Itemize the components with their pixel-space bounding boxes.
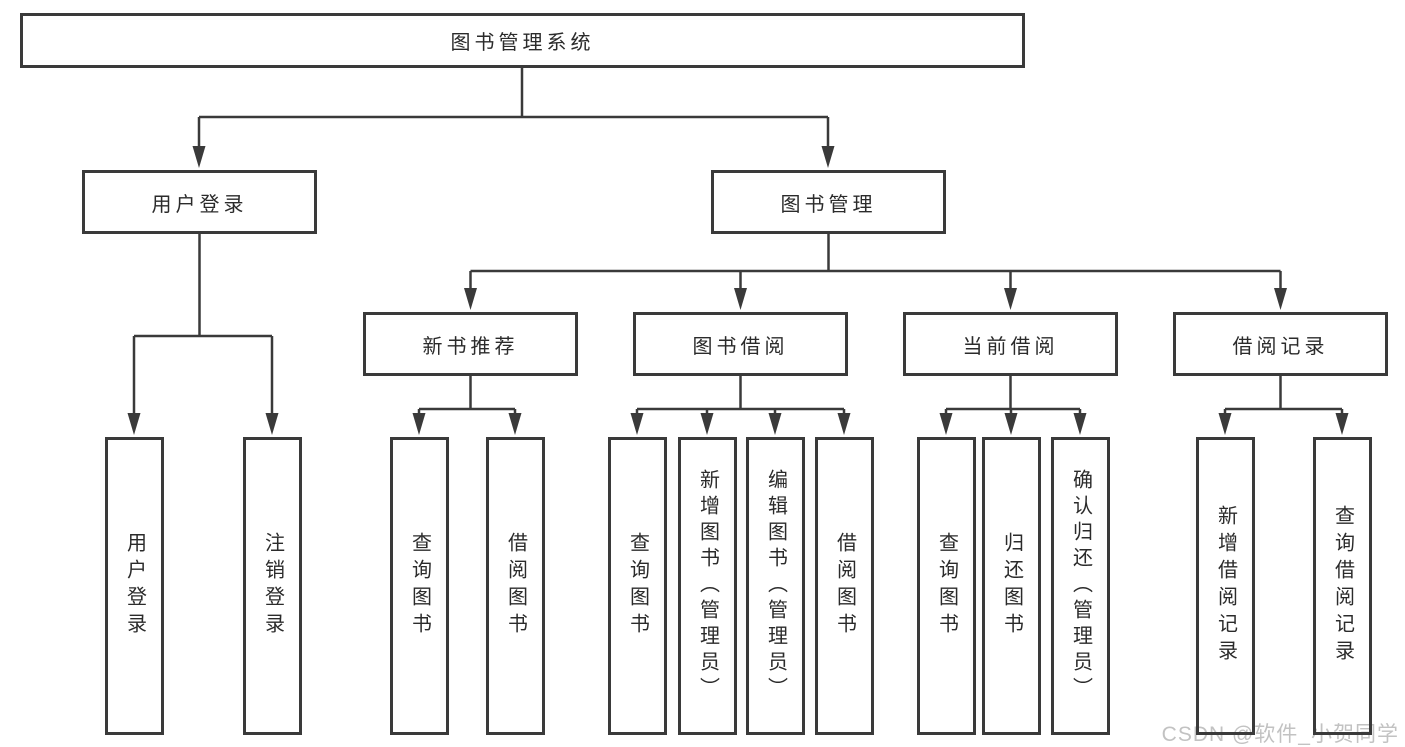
leaf-add-borrow-record: 新增借阅记录 — [1196, 437, 1255, 735]
csdn-watermark: CSDN @软件_小贺同学 — [1161, 723, 1399, 746]
leaf-edit-books-admin: 编辑图书（管理员） — [746, 437, 805, 735]
leaf-borrow-books-2: 借阅图书 — [815, 437, 874, 735]
leaf-query-borrow-record: 查询借阅记录 — [1313, 437, 1372, 735]
leaf-query-books-2: 查询图书 — [608, 437, 667, 735]
leaf-add-books-admin: 新增图书（管理员） — [678, 437, 737, 735]
root-node-library-system: 图书管理系统 — [20, 13, 1025, 68]
group-book-borrow: 图书借阅 — [633, 312, 848, 376]
branch-user-login: 用户登录 — [82, 170, 317, 234]
leaf-return-books: 归还图书 — [982, 437, 1041, 735]
branch-book-management: 图书管理 — [711, 170, 946, 234]
leaf-query-books-1: 查询图书 — [390, 437, 449, 735]
group-borrow-records: 借阅记录 — [1173, 312, 1388, 376]
leaf-user-login: 用户登录 — [105, 437, 164, 735]
group-current-borrow: 当前借阅 — [903, 312, 1118, 376]
leaf-borrow-books-1: 借阅图书 — [486, 437, 545, 735]
leaf-logout: 注销登录 — [243, 437, 302, 735]
leaf-confirm-return-admin: 确认归还（管理员） — [1051, 437, 1110, 735]
leaf-query-books-3: 查询图书 — [917, 437, 976, 735]
group-new-book-recommend: 新书推荐 — [363, 312, 578, 376]
